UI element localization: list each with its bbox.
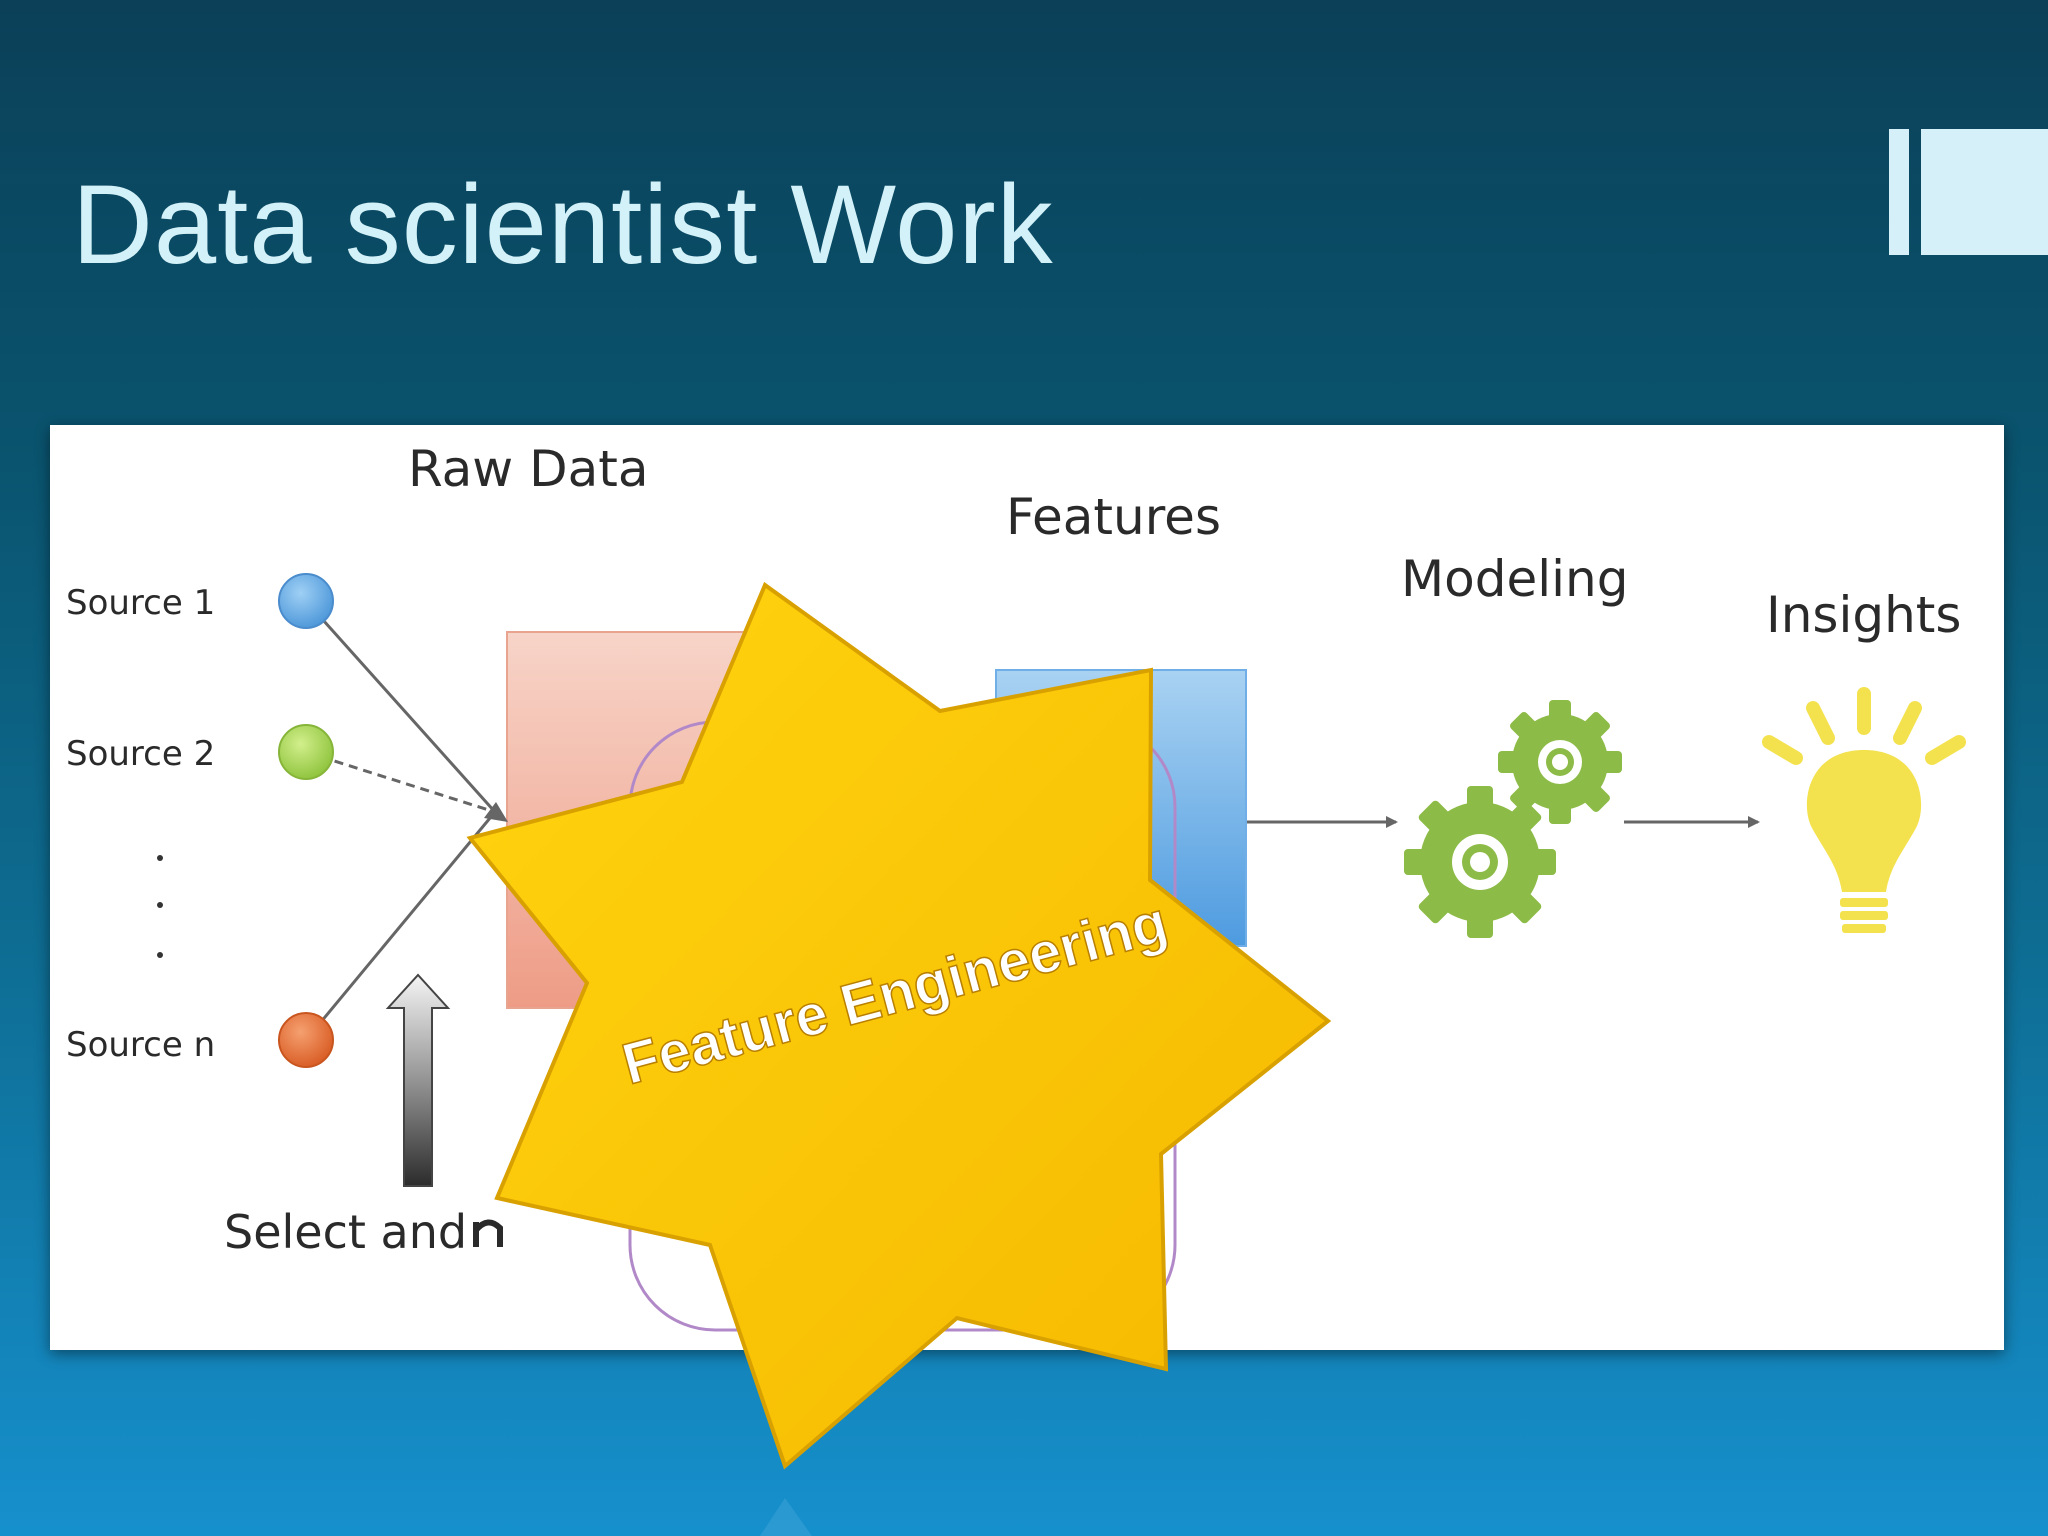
ellipsis-dot	[157, 855, 163, 861]
covered-text-fragment	[473, 1219, 503, 1247]
connector-source-1	[304, 599, 497, 814]
ellipsis-dot	[157, 902, 163, 908]
star-reflection	[760, 1498, 812, 1536]
source-n-node	[278, 1012, 334, 1068]
source-2-node	[278, 724, 334, 780]
slide-title: Data scientist Work	[72, 162, 1054, 287]
source-1-node	[278, 573, 334, 629]
merge-arrowhead	[484, 802, 508, 822]
insights-label: Insights	[1766, 586, 1961, 644]
modeling-label: Modeling	[1401, 550, 1628, 608]
select-merge-arrow	[385, 973, 451, 1187]
ellipsis-dot	[157, 952, 163, 958]
connector-source-2	[305, 750, 496, 814]
feature-engineering-star	[466, 581, 1332, 1470]
raw-data-label: Raw Data	[408, 440, 648, 498]
features-label: Features	[1006, 488, 1221, 546]
gears-icon	[1404, 700, 1622, 938]
source-n-label: Source n	[66, 1025, 215, 1065]
source-2-label: Source 2	[66, 734, 215, 774]
select-merge-label: Select and	[224, 1205, 467, 1259]
connector-source-n	[304, 811, 497, 1041]
decorative-block	[1921, 129, 2048, 255]
lightbulb-icon	[1762, 687, 1966, 933]
decorative-bar	[1889, 129, 1909, 255]
source-1-label: Source 1	[66, 583, 215, 623]
